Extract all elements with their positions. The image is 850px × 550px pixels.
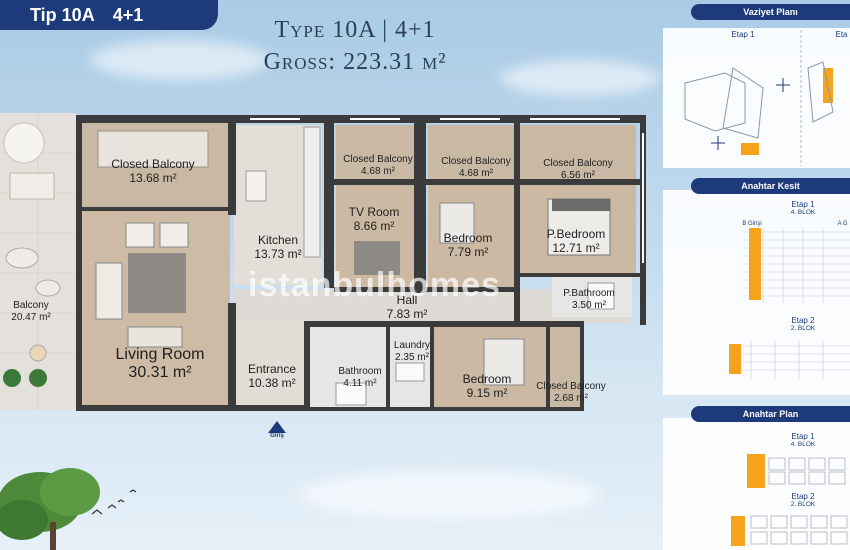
- bed-headboard: [552, 199, 610, 211]
- armchair: [125, 222, 155, 248]
- dining-table: [97, 130, 209, 168]
- highlighted-unit: [747, 454, 765, 488]
- unit-type-label: Tip 10A: [30, 4, 95, 25]
- entrance-marker-label: Giriş: [270, 433, 284, 439]
- floor-plan: [0, 113, 646, 411]
- lounge-chair: [5, 247, 39, 269]
- key-section-header: Anahtar Kesit: [691, 178, 850, 194]
- kitchen-counter: [303, 126, 321, 258]
- kitchen-table: [245, 170, 267, 202]
- site-plan-drawing: [684, 30, 834, 166]
- location-panel: Vaziyet Planı Etap 1 Eta Anahtar Kesit E…: [663, 0, 850, 550]
- tree-illustration: [0, 468, 137, 550]
- entrance-floor: [234, 323, 304, 409]
- lounge-chair: [35, 279, 61, 297]
- site-plan-header: Vaziyet Planı: [691, 4, 850, 20]
- windows: [250, 118, 644, 263]
- key-section-stage1-drawing: [743, 228, 850, 303]
- entrance-arrow-icon: [268, 421, 286, 433]
- compass-icon: [711, 136, 725, 150]
- balcony-table: [9, 172, 55, 200]
- key-section-a-entrance: A G: [837, 221, 848, 227]
- highlighted-unit: [729, 344, 741, 374]
- plan-title-gross: Gross: 223.31 m²: [263, 49, 447, 75]
- sofa: [127, 326, 183, 348]
- plan-title-type: Type 10A | 4+1: [274, 17, 436, 43]
- parasol: [3, 122, 45, 164]
- site-plan-box: [663, 28, 850, 168]
- key-section-stage2-drawing: [727, 340, 850, 380]
- highlighted-unit: [731, 516, 745, 546]
- cloud: [90, 40, 270, 80]
- tv-room-sofa: [354, 241, 400, 275]
- sofa: [95, 262, 123, 320]
- cloud: [300, 470, 600, 520]
- side-table: [29, 344, 47, 362]
- armchair: [159, 222, 189, 248]
- watermark: istanbulhomes: [248, 266, 501, 304]
- rug: [128, 253, 186, 313]
- compass-icon: [776, 78, 790, 92]
- room-count-label: 4+1: [112, 4, 144, 25]
- key-section-b-entrance: B Girişi: [742, 221, 762, 227]
- unit-type-badge: Tip 10A 4+1: [0, 0, 218, 30]
- birds-icon: [91, 489, 137, 515]
- key-plan-stage2-drawing: [731, 515, 848, 546]
- plant: [3, 369, 21, 387]
- key-plan-stage1-drawing: [747, 454, 846, 488]
- bed: [439, 202, 475, 244]
- site-plan-stage2: Eta: [835, 30, 848, 39]
- washer: [395, 362, 425, 382]
- walls: [76, 115, 646, 411]
- bed: [483, 338, 525, 386]
- key-plan-header: Anahtar Plan: [691, 406, 850, 422]
- entrance-marker: Giriş: [266, 421, 288, 439]
- highlighted-unit: [749, 228, 761, 300]
- cloud: [500, 60, 660, 96]
- bathtub: [335, 382, 367, 406]
- site-plan-stage1: Etap 1: [731, 30, 755, 39]
- plant: [29, 369, 47, 387]
- plan-title: Type 10A | 4+1 Gross: 223.31 m²: [230, 14, 480, 78]
- shower: [587, 282, 615, 310]
